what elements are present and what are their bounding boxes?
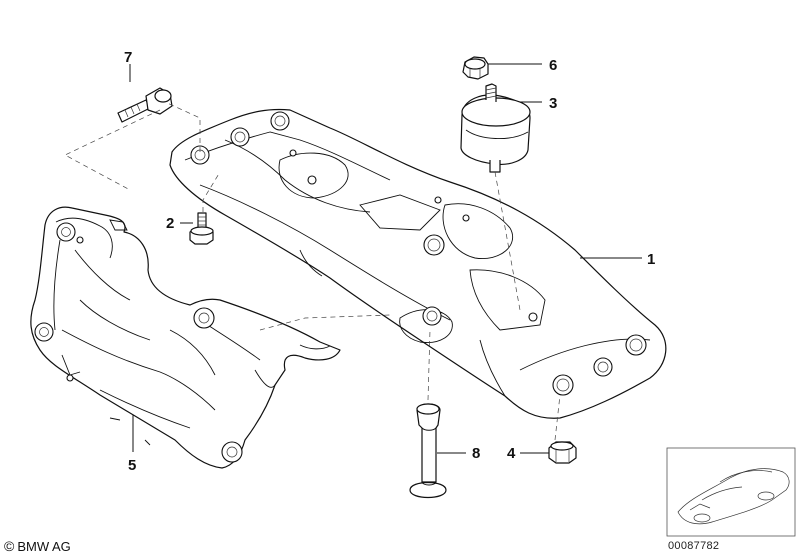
label-4: 4 <box>507 445 516 462</box>
label-2: 2 <box>166 215 174 232</box>
brand-name: BMW AG <box>17 539 71 554</box>
part-number-labels: 7 6 3 1 2 4 8 5 <box>124 49 655 474</box>
label-6: 6 <box>549 57 557 74</box>
crossmember-part[interactable] <box>169 108 667 419</box>
bracket-part-5[interactable] <box>30 206 341 469</box>
copyright-symbol: © <box>4 538 15 554</box>
label-8: 8 <box>472 445 480 462</box>
nut-part-4[interactable] <box>548 441 577 464</box>
label-5: 5 <box>128 457 136 474</box>
vehicle-thumbnail <box>666 447 796 537</box>
label-3: 3 <box>549 95 557 112</box>
bolt-part-7[interactable] <box>117 87 173 123</box>
diagram-code: 00087782 <box>668 540 720 552</box>
rubber-mount-part[interactable] <box>460 83 531 173</box>
nut-part-6[interactable] <box>462 56 489 80</box>
bolt-part-2[interactable] <box>189 212 214 245</box>
leader-lines <box>129 63 642 454</box>
sleeve-part-8[interactable] <box>409 403 447 499</box>
label-7: 7 <box>124 49 132 66</box>
label-1: 1 <box>647 251 655 268</box>
copyright-notice: ©BMW AG <box>4 538 71 554</box>
assembly-guide-lines <box>64 101 561 441</box>
